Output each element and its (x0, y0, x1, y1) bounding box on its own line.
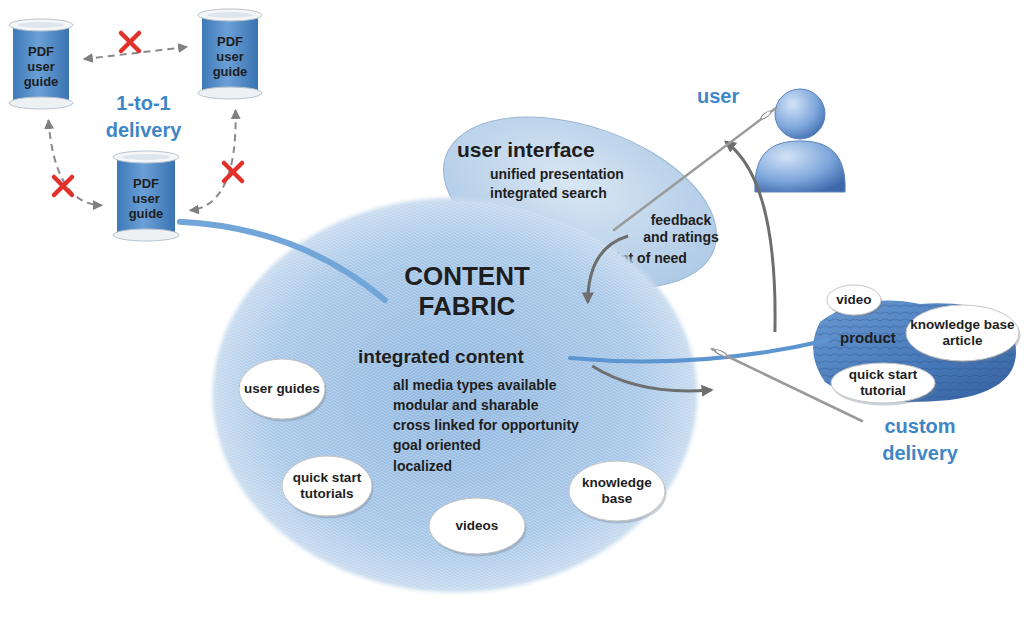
oval-node: quick start tutorial (830, 362, 936, 404)
flow-arrow (588, 236, 628, 302)
node-text: video (833, 292, 874, 308)
oval-node: videos (428, 497, 526, 555)
node-text: PDF user guide (206, 34, 254, 79)
spool-node: PDF user guide (112, 150, 180, 242)
node-text: PDF user guide (17, 44, 65, 89)
text-holder: videos (428, 497, 526, 555)
node-text: unified presentation (490, 166, 680, 183)
node-heading: CONTENT FABRIC (382, 261, 552, 321)
node-text: knowledge base article (905, 317, 1020, 349)
spool-node: PDF user guide (8, 18, 74, 110)
oval-node: video (826, 284, 882, 316)
text-holder: PDF user guide (8, 18, 74, 110)
node-text: modular and sharable (393, 397, 653, 414)
dashed-arrow (84, 47, 187, 59)
dashed-arrow (48, 120, 102, 205)
red-cross (54, 177, 72, 195)
node-heading: user interface (457, 138, 677, 162)
node-text: feedback and ratings (638, 212, 724, 246)
node-text: all media types available (393, 377, 653, 394)
node-text: integrated content (358, 346, 598, 368)
text-holder: PDF user guide (197, 8, 263, 100)
fabric-node: CONTENT FABRIC integrated content all medi… (210, 195, 700, 595)
text-holder: user guides (238, 358, 326, 420)
group-label: custom delivery (866, 413, 974, 467)
flow-arrow (592, 366, 711, 391)
text-holder: knowledge base (568, 460, 666, 522)
needle (614, 108, 776, 230)
thread-line (180, 222, 385, 300)
node-text: user guides (241, 381, 323, 397)
yarn-node: product video knowledge base article quick … (800, 282, 1022, 406)
text-holder: quick start tutorials (281, 455, 373, 517)
user-node: user (695, 78, 845, 193)
red-cross (121, 33, 139, 51)
node-text: integrated search (490, 185, 680, 202)
oval-node: knowledge base article (905, 304, 1020, 362)
text-holder: quick start tutorial (830, 362, 936, 404)
group-label: 1-to-1 delivery (96, 90, 191, 144)
dashed-arrow (190, 110, 236, 211)
text-holder: video (826, 284, 882, 316)
node-text: quick start tutorials (281, 470, 373, 502)
node-text: videos (453, 518, 502, 534)
text-holder: knowledge base article (905, 304, 1020, 362)
node-text: cross linked for opportunity (393, 417, 653, 434)
oval-node: knowledge base (568, 460, 666, 522)
node-heading: user (697, 84, 757, 108)
red-cross (224, 163, 242, 181)
node-text: goal oriented (393, 437, 653, 454)
text-holder: PDF user guide (112, 150, 180, 242)
node-text: PDF user guide (122, 176, 170, 221)
thread-line (570, 340, 828, 361)
oval-node: user guides (238, 358, 326, 420)
spool-node: PDF user guide (197, 8, 263, 100)
flow-arrow (726, 142, 775, 332)
oval-node: quick start tutorials (281, 455, 373, 517)
needle (712, 349, 862, 421)
node-text: quick start tutorial (830, 367, 936, 399)
node-text: knowledge base (568, 475, 666, 507)
node-heading: product (840, 329, 910, 347)
